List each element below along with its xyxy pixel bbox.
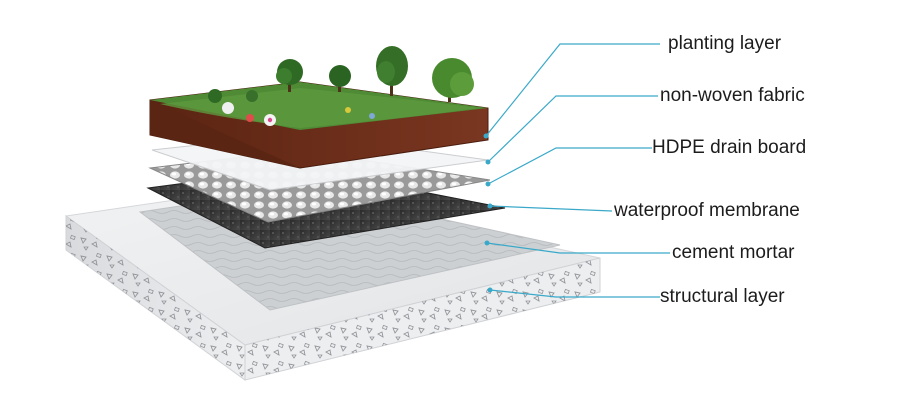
label-waterproof-membrane: waterproof membrane (614, 200, 800, 221)
leader-line-hdpe (487, 147, 652, 185)
tree-icon (276, 59, 303, 92)
label-planting-layer: planting layer (668, 33, 782, 54)
tree-icon (376, 46, 408, 96)
label-structural-layer: structural layer (660, 286, 785, 307)
leader-dots (483, 133, 493, 293)
label-non-woven-fabric: non-woven fabric (660, 85, 805, 106)
leader-line-non-woven (487, 95, 658, 163)
flower-icon (222, 102, 375, 126)
planting-layer (149, 46, 489, 169)
leader-line-waterproof (489, 205, 613, 212)
label-cement-mortar: cement mortar (672, 242, 795, 263)
label-hdpe-drain-board: HDPE drain board (652, 137, 807, 158)
tree-icon (432, 58, 474, 102)
leader-line-structural (489, 289, 660, 298)
leader-line-planting (485, 43, 660, 137)
leader-line-cement (486, 242, 670, 254)
tree-icon (208, 89, 258, 103)
tree-icon (329, 65, 351, 92)
leader-lines (485, 43, 670, 298)
